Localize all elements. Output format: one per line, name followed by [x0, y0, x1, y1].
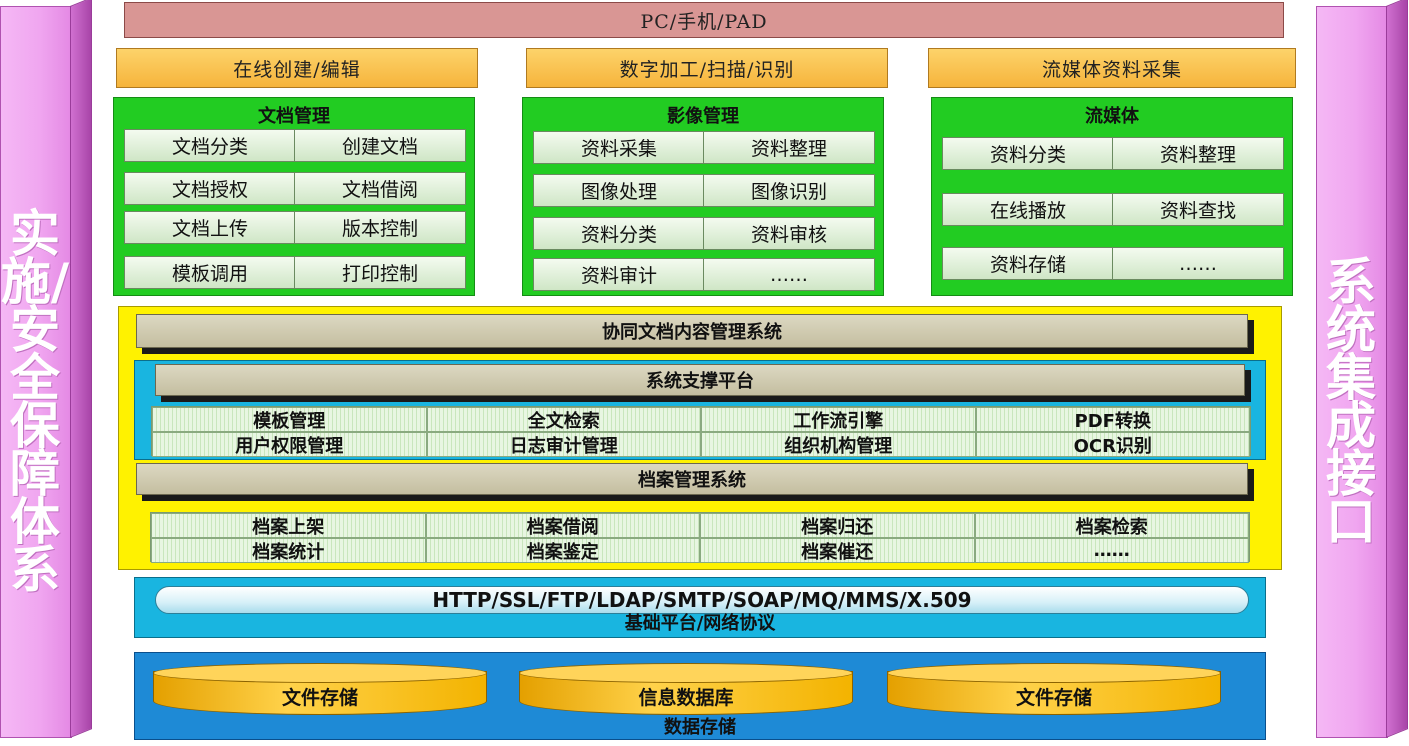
- storage-label: 文件存储: [281, 687, 358, 709]
- module-item: 图像处理: [533, 174, 705, 207]
- grid-item: 档案统计: [151, 538, 426, 563]
- core-system-title: 协同文档内容管理系统: [136, 314, 1248, 348]
- module-item: 图像识别: [703, 174, 875, 207]
- grid-item: 档案鉴定: [425, 538, 700, 563]
- channel-digitize: 数字加工/扫描/识别: [526, 48, 888, 88]
- archive-system-title: 档案管理系统: [136, 463, 1248, 495]
- module-item: 在线播放: [942, 193, 1114, 226]
- data-storage-label: 数据存储: [664, 717, 736, 738]
- module-item: 版本控制: [294, 211, 466, 244]
- grid-item: 组织机构管理: [701, 432, 976, 457]
- grid-item: 全文检索: [426, 407, 701, 432]
- module-item: 资料整理: [703, 131, 875, 164]
- module-item: 资料存储: [942, 247, 1114, 280]
- storage-cylinder: 文件存储: [153, 663, 487, 723]
- network-platform-panel: HTTP/SSL/FTP/LDAP/SMTP/SOAP/MQ/MMS/X.509…: [134, 577, 1266, 638]
- right-pillar-label: 系统集成接口: [1326, 253, 1376, 551]
- grid-item: 日志审计管理: [426, 432, 701, 457]
- right-pillar: 系统集成接口: [1316, 0, 1409, 746]
- module-image: 影像管理 资料采集 资料整理 图像处理 图像识别 资料分类 资料审核 资料审计 …: [522, 97, 884, 296]
- module-item: 资料审计: [533, 258, 705, 291]
- module-item: ……: [703, 258, 875, 291]
- module-item: 文档授权: [124, 172, 296, 205]
- module-item: 创建文档: [294, 129, 466, 162]
- data-storage-panel: 文件存储 信息数据库 文件存储 数据存储: [134, 652, 1266, 740]
- module-title: 流媒体: [1085, 106, 1139, 127]
- grid-item: 用户权限管理: [152, 432, 427, 457]
- client-devices-bar: PC/手机/PAD: [124, 2, 1284, 38]
- support-platform-title: 系统支撑平台: [155, 364, 1245, 396]
- module-item: 文档上传: [124, 211, 296, 244]
- grid-item: 模板管理: [152, 407, 427, 432]
- archive-system-grid: 档案上架 档案借阅 档案归还 档案检索 档案统计 档案鉴定 档案催还 ……: [150, 512, 1250, 563]
- protocol-pipe: HTTP/SSL/FTP/LDAP/SMTP/SOAP/MQ/MMS/X.509: [155, 586, 1249, 614]
- module-item: 文档借阅: [294, 172, 466, 205]
- module-item: 打印控制: [294, 256, 466, 289]
- grid-item: OCR识别: [975, 432, 1250, 457]
- support-platform-panel: 系统支撑平台 模板管理 全文检索 工作流引擎 PDF转换 用户权限管理 日志审计…: [134, 360, 1266, 460]
- grid-item: 工作流引擎: [701, 407, 976, 432]
- grid-item: 档案上架: [151, 513, 426, 538]
- channel-online-edit: 在线创建/编辑: [116, 48, 478, 88]
- module-item: 文档分类: [124, 129, 296, 162]
- module-item: 资料整理: [1112, 137, 1284, 170]
- module-item: 资料查找: [1112, 193, 1284, 226]
- grid-item: 档案借阅: [425, 513, 700, 538]
- module-item: ……: [1112, 247, 1284, 280]
- left-pillar: 实施/安全保障体系: [0, 0, 93, 746]
- module-item: 资料分类: [533, 217, 705, 250]
- channel-streaming: 流媒体资料采集: [928, 48, 1296, 88]
- module-item: 资料分类: [942, 137, 1114, 170]
- grid-item: ……: [974, 538, 1249, 563]
- module-item: 资料审核: [703, 217, 875, 250]
- storage-cylinder: 信息数据库: [519, 663, 853, 723]
- network-platform-label: 基础平台/网络协议: [624, 613, 776, 634]
- grid-item: 档案检索: [974, 513, 1249, 538]
- module-item: 模板调用: [124, 256, 296, 289]
- left-pillar-label: 实施/安全保障体系: [0, 205, 70, 599]
- storage-label: 文件存储: [1015, 687, 1092, 709]
- module-title: 文档管理: [258, 106, 330, 127]
- support-platform-grid: 模板管理 全文检索 工作流引擎 PDF转换 用户权限管理 日志审计管理 组织机构…: [151, 406, 1251, 457]
- module-streaming: 流媒体 资料分类 资料整理 在线播放 资料查找 资料存储 ……: [931, 97, 1293, 296]
- module-title: 影像管理: [667, 106, 739, 127]
- module-item: 资料采集: [533, 131, 705, 164]
- storage-cylinder: 文件存储: [887, 663, 1221, 723]
- grid-item: 档案归还: [700, 513, 975, 538]
- storage-label: 信息数据库: [638, 687, 734, 709]
- grid-item: 档案催还: [700, 538, 975, 563]
- grid-item: PDF转换: [975, 407, 1250, 432]
- module-document: 文档管理 文档分类 创建文档 文档授权 文档借阅 文档上传 版本控制 模板调用 …: [113, 97, 475, 296]
